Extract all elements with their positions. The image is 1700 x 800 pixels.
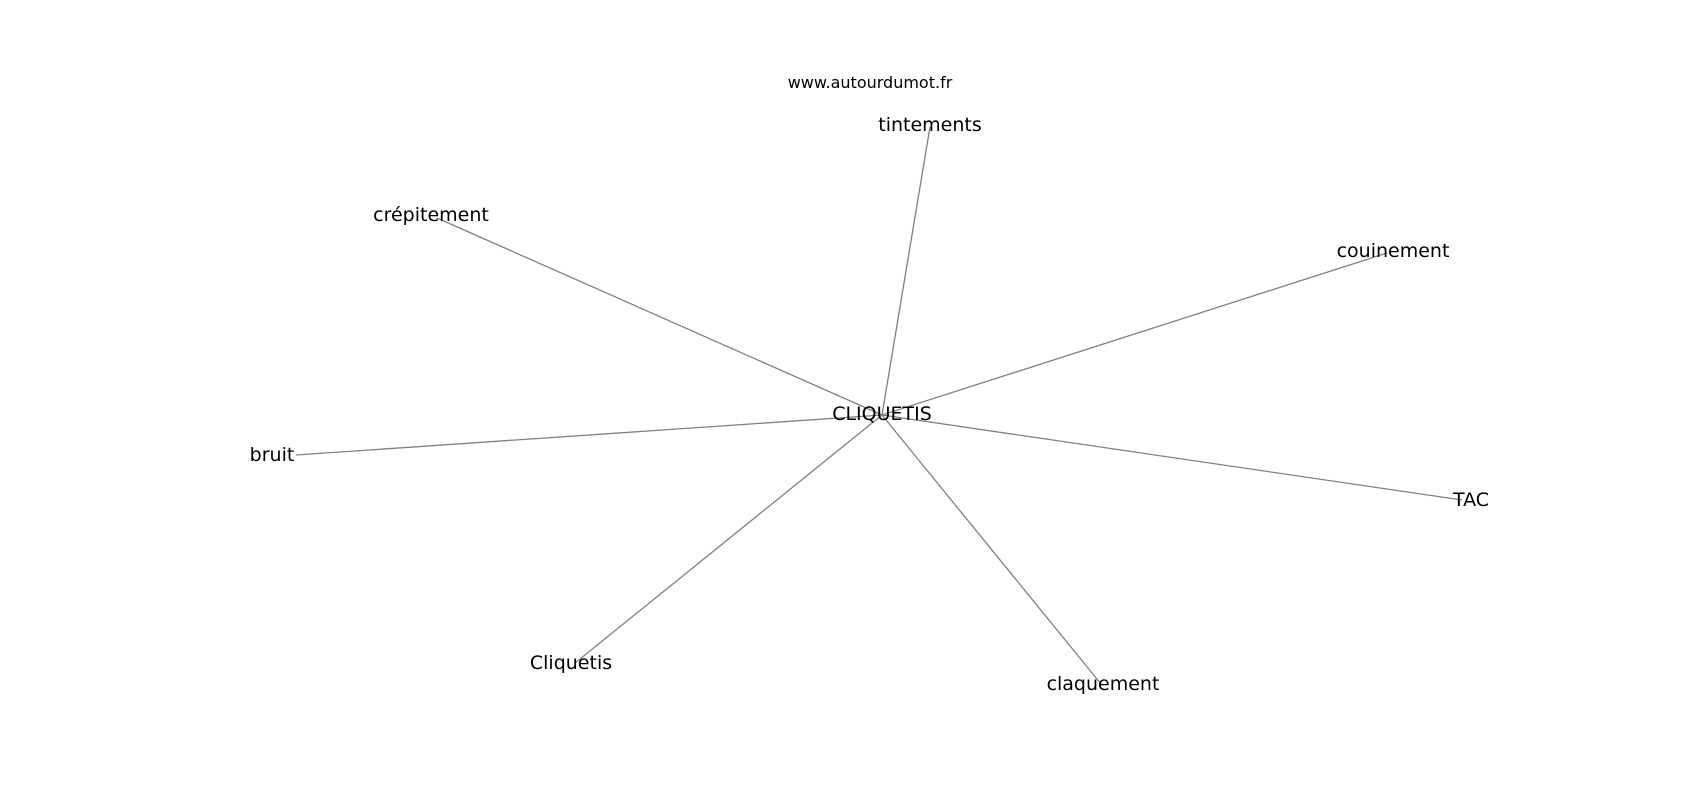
edge-tac	[881, 414, 1463, 501]
edge-claquement	[881, 414, 1102, 685]
edge-bruit	[295, 414, 883, 456]
graph-edges	[295, 126, 1463, 685]
edge-couinement	[881, 252, 1388, 416]
source-text: www.autourdumot.fr	[788, 73, 953, 92]
node-tintements[interactable]: tintements	[878, 114, 982, 136]
node-cliquetis[interactable]: Cliquetis	[530, 652, 612, 674]
graph-labels: www.autourdumot.fr CLIQUETIS tintements …	[250, 73, 1489, 695]
node-couinement[interactable]: couinement	[1337, 240, 1450, 262]
center-node-label: CLIQUETIS	[832, 403, 932, 425]
edge-crepitement	[436, 217, 883, 416]
edge-cliquetis-lower	[574, 414, 883, 664]
node-crepitement[interactable]: crépitement	[373, 204, 489, 226]
node-bruit[interactable]: bruit	[250, 444, 295, 466]
edge-tintements	[881, 126, 931, 416]
node-claquement[interactable]: claquement	[1047, 673, 1160, 695]
node-tac[interactable]: TAC	[1452, 489, 1489, 511]
